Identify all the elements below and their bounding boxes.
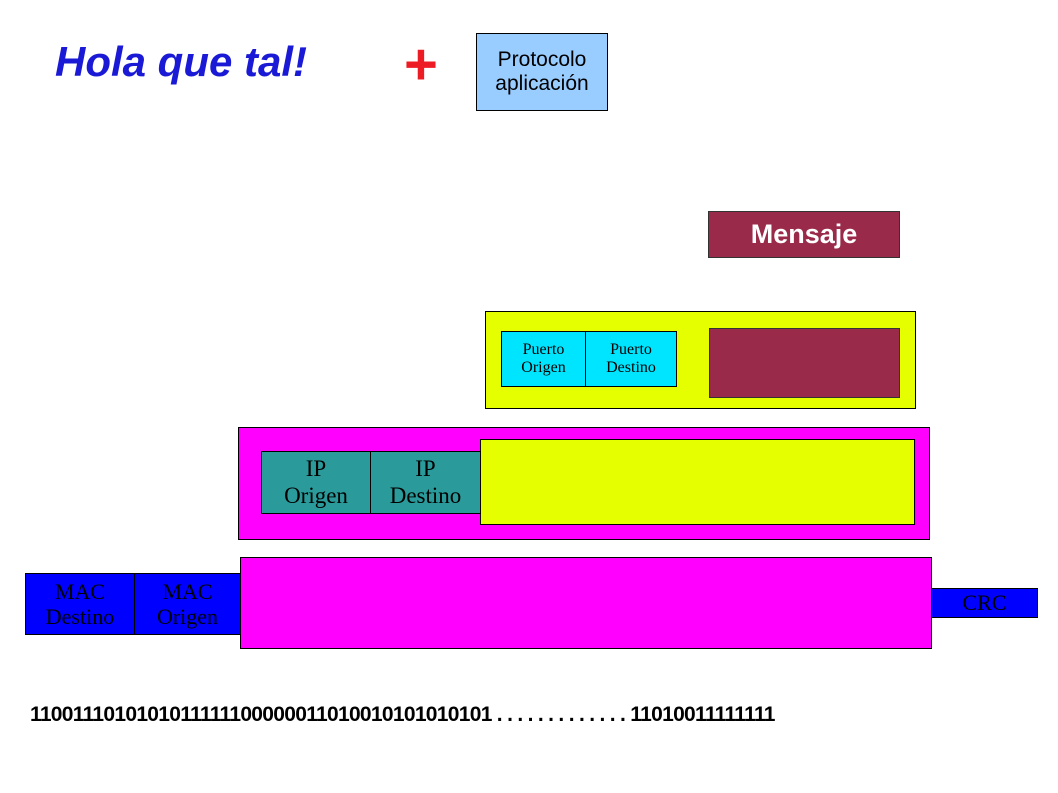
dest-ip-line2: Destino — [389, 482, 462, 508]
dest-port-line1: Puerto — [610, 340, 652, 358]
crc-field: CRC — [931, 588, 1038, 618]
source-mac-line2: Origen — [156, 604, 219, 629]
dest-mac-line1: MAC — [54, 578, 106, 604]
dest-mac-line2: Destino — [45, 604, 115, 629]
dest-ip-field: IP Destino — [370, 451, 481, 514]
protocol-box: Protocolo aplicación — [476, 33, 608, 111]
dest-port-field: Puerto Destino — [585, 331, 677, 387]
protocol-line2: aplicación — [495, 72, 589, 95]
dest-mac-field: MAC Destino — [25, 573, 135, 635]
source-ip-line2: Origen — [284, 482, 348, 508]
source-port-line1: Puerto — [522, 340, 565, 358]
greeting-title: Hola que tal! — [55, 38, 308, 85]
frame-payload — [240, 557, 932, 649]
source-mac-field: MAC Origen — [134, 573, 241, 635]
plus-sign: + — [404, 32, 438, 97]
source-mac-line1: MAC — [162, 578, 213, 604]
source-ip-field: IP Origen — [261, 451, 371, 514]
source-port-field: Puerto Origen — [501, 331, 586, 387]
protocol-line1: Protocolo — [497, 47, 587, 71]
source-ip-line1: IP — [305, 456, 327, 482]
dest-ip-line1: IP — [415, 456, 436, 482]
dest-port-line2: Destino — [606, 359, 656, 376]
packet-payload — [480, 439, 915, 525]
bitstream-text: 1100111010101011111100000011010010101010… — [30, 703, 775, 726]
source-port-line2: Origen — [521, 359, 566, 376]
message-box: Mensaje — [708, 211, 900, 258]
segment-payload — [709, 328, 900, 398]
